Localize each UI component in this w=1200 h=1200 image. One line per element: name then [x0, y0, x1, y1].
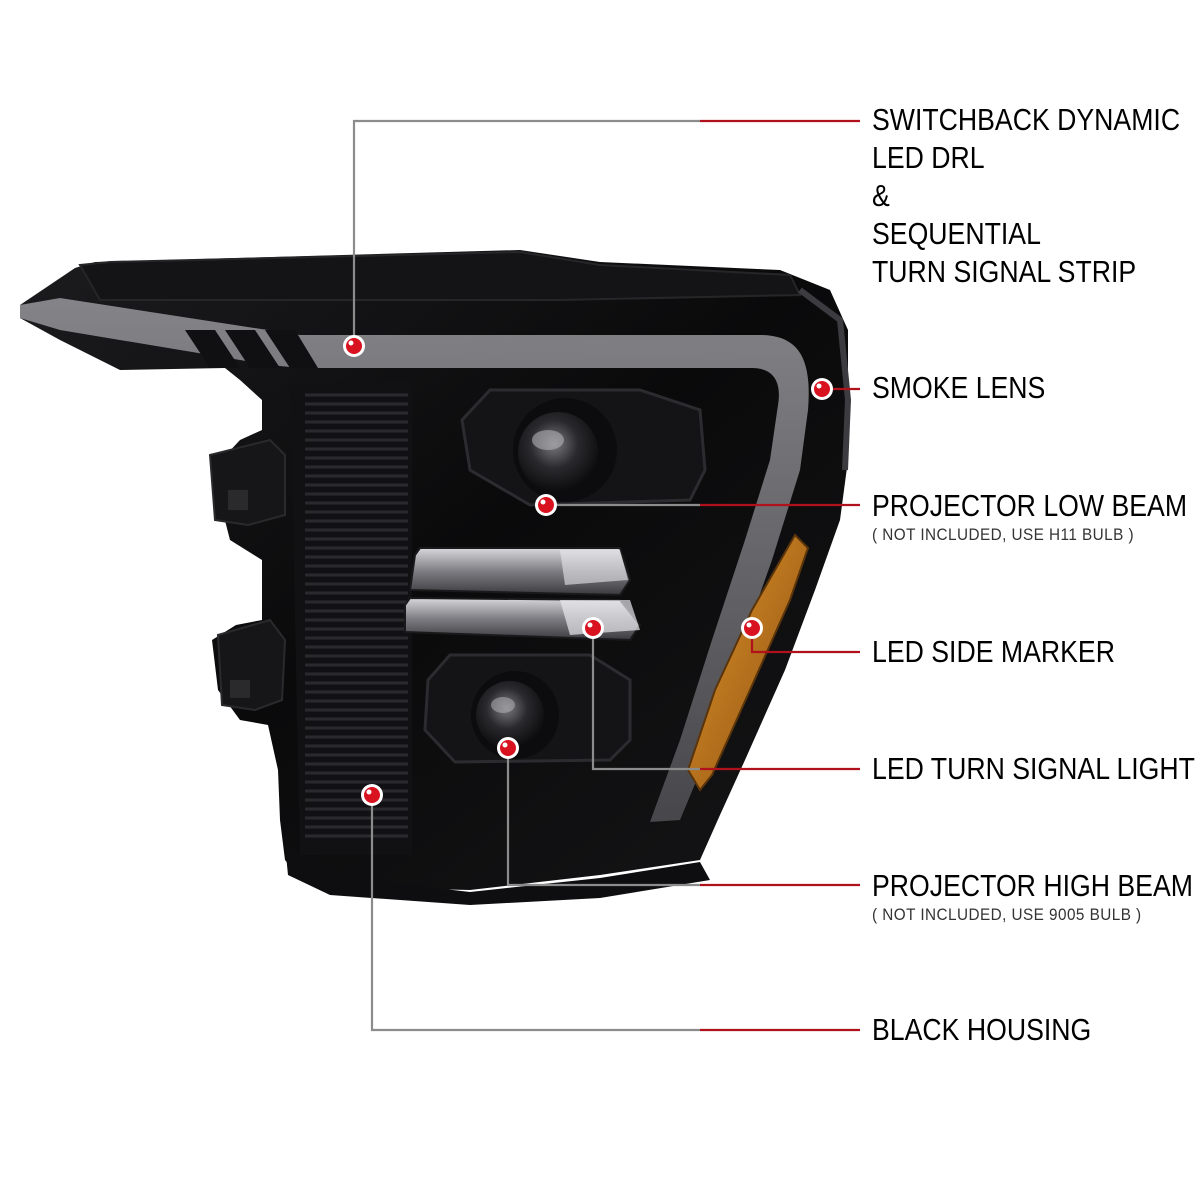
callout-label-side-marker: LED SIDE MARKER — [872, 636, 1155, 674]
callout-label-smoke-lens: SMOKE LENS — [872, 372, 1074, 410]
callout-label-low-beam: PROJECTOR LOW BEAM ( NOT INCLUDED, USE H… — [872, 490, 1200, 543]
low-beam-projector — [460, 388, 707, 507]
smoke-lens-title: SMOKE LENS — [872, 370, 1046, 405]
callout-dot-low-beam — [535, 494, 557, 516]
turn-signal-title: LED TURN SIGNAL LIGHT — [872, 751, 1195, 786]
leader-high-beam-gray — [506, 748, 700, 887]
housing-vent-slats — [305, 393, 408, 838]
callout-label-housing: BLACK HOUSING — [872, 1014, 1127, 1052]
leader-lines — [352, 119, 860, 1032]
drl-title-line-5: TURN SIGNAL STRIP — [872, 254, 1137, 289]
callout-dot-smoke-lens — [811, 378, 833, 400]
drl-light-bar — [20, 298, 809, 822]
drl-title-line-3: & — [872, 178, 890, 213]
callout-dots — [343, 335, 833, 806]
low-beam-note: ( NOT INCLUDED, USE H11 BULB ) — [872, 525, 1135, 544]
high-beam-title: PROJECTOR HIGH BEAM — [872, 868, 1193, 903]
leader-housing-gray — [370, 795, 700, 1032]
low-beam-title: PROJECTOR LOW BEAM — [872, 488, 1188, 523]
side-marker-title: LED SIDE MARKER — [872, 634, 1115, 669]
smoke-lens-edge — [798, 287, 852, 471]
high-beam-projector — [423, 653, 632, 764]
callout-dot-drl — [343, 335, 365, 357]
callout-dot-housing — [361, 784, 383, 806]
callout-label-drl: SWITCHBACK DYNAMIC LED DRL & SEQUENTIAL … — [872, 104, 1200, 294]
leader-turn-signal-gray — [591, 628, 700, 771]
turn-signal-bars — [404, 547, 642, 642]
drl-title-line-1: SWITCHBACK DYNAMIC — [872, 102, 1181, 137]
callout-label-turn-signal: LED TURN SIGNAL LIGHT — [872, 753, 1200, 791]
leader-drl-gray — [352, 119, 700, 345]
amber-side-marker — [686, 533, 810, 792]
drl-title-line-4: SEQUENTIAL — [872, 216, 1041, 251]
callout-label-high-beam: PROJECTOR HIGH BEAM ( NOT INCLUDED, USE … — [872, 870, 1200, 923]
housing-title: BLACK HOUSING — [872, 1012, 1092, 1047]
callout-dot-side-marker — [741, 617, 763, 639]
callout-dot-turn-signal — [582, 617, 604, 639]
callout-dot-high-beam — [497, 737, 519, 759]
drl-title-line-2: LED DRL — [872, 140, 985, 175]
high-beam-note: ( NOT INCLUDED, USE 9005 BULB ) — [872, 905, 1142, 924]
